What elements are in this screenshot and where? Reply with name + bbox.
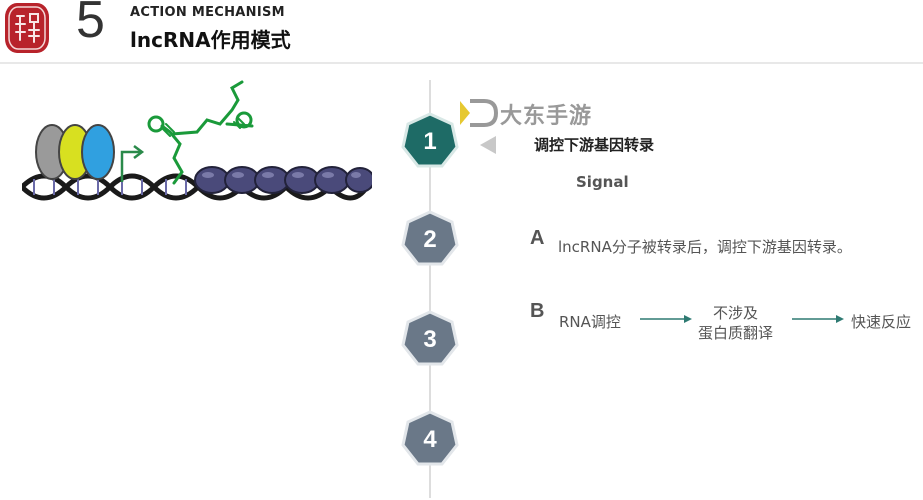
arrow-right-icon [640,315,692,323]
lncrna-strand [147,80,254,185]
lncrna-mechanism-illustration [22,80,372,201]
section-subtitle: ACTION MECHANISM [130,5,285,20]
promoter-arrow-icon [120,150,140,182]
point-b-item-no-translation: 不涉及 蛋白质翻译 [698,303,773,343]
timeline-step-4[interactable]: 4 [399,409,461,471]
point-b-item-rna-regulation: RNA调控 [559,313,621,331]
step-label: 3 [423,326,437,353]
point-b-letter: B [530,300,545,322]
arrow-right-icon [792,315,844,323]
point-b-item-fast-response: 快速反应 [851,313,912,331]
timeline-step-3[interactable]: 3 [399,309,461,371]
header-divider [0,62,923,64]
triangle-left-icon [480,136,496,154]
page-title: lncRNA作用模式 [130,28,291,52]
nucleosome-array [194,166,372,194]
point-a-letter: A [530,227,545,249]
timeline-line [429,80,431,498]
step-label: 4 [423,426,437,453]
seal-logo-icon [5,3,49,53]
content-heading: 调控下游基因转录 [534,136,655,154]
heptagon-shape [401,310,459,366]
watermark-text: 大东手游 [500,104,593,129]
point-a-text: lncRNA分子被转录后，调控下游基因转录。 [558,238,852,256]
timeline-step-1[interactable]: 1 [399,111,461,173]
signal-label: Signal [576,173,629,191]
watermark-logo-icon [460,99,499,127]
heptagon-shape [401,410,459,466]
step-label: 2 [423,226,437,253]
point-b-item2-line1: 不涉及 [713,304,759,322]
timeline-step-2[interactable]: 2 [399,209,461,271]
point-b-item2-line2: 蛋白质翻译 [698,324,774,342]
heptagon-shape [401,210,459,266]
transcription-complex [35,124,115,180]
section-number: 5 [76,0,105,49]
heptagon-shape [401,112,459,168]
step-label: 1 [423,128,437,155]
